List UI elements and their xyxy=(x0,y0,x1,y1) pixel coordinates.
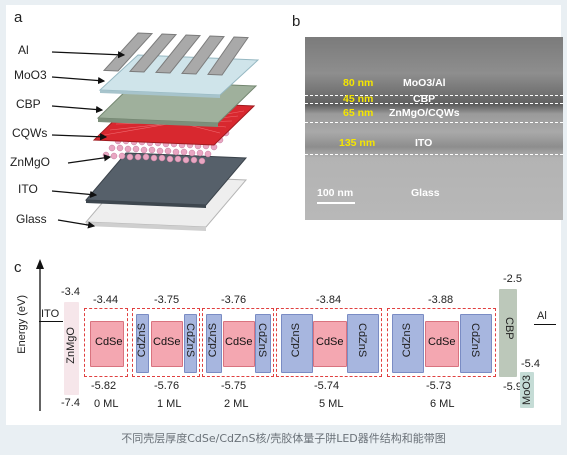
ml1-shell-left-label: CdZnS xyxy=(136,323,148,358)
layer-label-al: Al xyxy=(18,43,29,57)
scale-bar-label: 100 nm xyxy=(317,187,354,199)
ml2-core xyxy=(223,321,255,367)
ml1-shell-right xyxy=(184,314,197,373)
ml1-top-value: -3.75 xyxy=(154,294,180,306)
figure: a xyxy=(6,5,563,425)
ml6-shell-left xyxy=(392,314,424,373)
layer-label-glass: Glass xyxy=(16,212,47,226)
interface-line xyxy=(305,154,563,155)
sem-layer-cbp: CBP xyxy=(413,93,436,105)
ml5-core xyxy=(313,321,347,367)
layer-label-znmgo: ZnMgO xyxy=(10,155,51,169)
znmgo-band xyxy=(64,302,79,395)
panel-b-letter: b xyxy=(292,13,301,30)
ml6-core-label: CdSe xyxy=(428,336,456,348)
scale-bar xyxy=(317,202,355,204)
sem-layer-moo3-al: MoO3/Al xyxy=(403,77,446,89)
ml2-bottom-value: -5.75 xyxy=(221,380,247,392)
ml6-shell-right xyxy=(460,314,492,373)
sem-layer-ito: ITO xyxy=(415,137,433,149)
ml5-shell-right-label: CdZnS xyxy=(356,323,368,358)
ml6-core xyxy=(425,321,459,367)
ml0-label: 0 ML xyxy=(94,398,119,410)
al-level-line xyxy=(534,324,556,325)
ml5-outline xyxy=(276,308,382,377)
ml5-core-label: CdSe xyxy=(316,336,344,348)
ml1-outline xyxy=(132,308,200,377)
moo3-label: MoO3 xyxy=(521,375,533,405)
ml2-shell-left xyxy=(206,314,222,373)
cbp-label: CBP xyxy=(503,317,515,340)
ml6-bottom-value: -5.73 xyxy=(426,380,452,392)
panel-a-letter: a xyxy=(14,9,23,26)
ml5-shell-right xyxy=(347,314,379,373)
ml6-shell-right-label: CdZnS xyxy=(469,323,481,358)
thickness-ito: 135 nm xyxy=(339,137,376,149)
thickness-moo3-al: 80 nm xyxy=(343,77,374,89)
thickness-cbp: 45 nm xyxy=(343,93,374,105)
ml1-label: 1 ML xyxy=(157,398,182,410)
layer-label-cbp: CBP xyxy=(16,97,41,111)
cbp-band xyxy=(499,289,517,377)
ml6-top-value: -3.88 xyxy=(428,294,454,306)
cbp-top-value: -2.5 xyxy=(503,273,522,285)
ml2-core-label: CdSe xyxy=(225,336,253,348)
ml5-bottom-value: -5.74 xyxy=(314,380,340,392)
sem-layer-znmgo-cqws: ZnMgO/CQWs xyxy=(389,107,460,119)
ml5-shell-left-label: CdZnS xyxy=(290,323,302,358)
device-stack-illustration xyxy=(51,32,260,231)
interface-line xyxy=(305,103,563,104)
ml1-core-label: CdSe xyxy=(153,336,181,348)
interface-line xyxy=(305,95,563,96)
moo3-value: -5.4 xyxy=(521,358,540,370)
ml6-label: 6 ML xyxy=(430,398,455,410)
ml2-label: 2 ML xyxy=(224,398,249,410)
sem-layer-glass: Glass xyxy=(411,187,440,199)
ml1-core xyxy=(151,321,183,367)
layer-label-cqws: CQWs xyxy=(12,126,48,140)
figure-caption: 不同壳层厚度CdSe/CdZnS核/壳胶体量子阱LED器件结构和能带图 xyxy=(121,432,446,445)
ml5-label: 5 ML xyxy=(319,398,344,410)
ml6-outline xyxy=(387,308,496,377)
ml2-top-value: -3.76 xyxy=(221,294,247,306)
ito-label: ITO xyxy=(41,308,60,320)
layer-label-ito: ITO xyxy=(18,182,38,196)
ml2-shell-right-label: CdZnS xyxy=(256,323,268,358)
znmgo-bottom-value: -7.4 xyxy=(61,397,80,409)
ml0-bottom-value: -5.82 xyxy=(91,380,117,392)
ml0-core-label: CdSe xyxy=(95,336,123,348)
y-axis-label: Energy (eV) xyxy=(16,295,28,354)
ito-level-line xyxy=(39,321,63,322)
ml0-core xyxy=(90,321,124,367)
al-label: Al xyxy=(537,310,547,322)
ml0-top-value: -3.44 xyxy=(93,294,119,306)
cbp-bottom-value: -5.9 xyxy=(503,381,522,393)
ml1-shell-right-label: CdZnS xyxy=(184,323,196,358)
ml5-shell-left xyxy=(281,314,313,373)
sem-cross-section: 80 nm MoO3/Al 45 nm CBP 65 nm ZnMgO/CQWs… xyxy=(305,37,563,220)
ml1-shell-left xyxy=(136,314,149,373)
znmgo-label: ZnMgO xyxy=(65,327,77,364)
ml0-outline xyxy=(84,308,128,377)
ml1-bottom-value: -5.76 xyxy=(154,380,180,392)
ml5-top-value: -3.84 xyxy=(316,294,342,306)
energy-axis xyxy=(36,259,44,411)
thickness-znmgo-cqws: 65 nm xyxy=(343,107,374,119)
layer-label-moo3: MoO3 xyxy=(14,68,47,82)
moo3-band xyxy=(520,372,534,408)
znmgo-top-value: -3.4 xyxy=(61,286,80,298)
ml2-shell-right xyxy=(255,314,271,373)
panel-c-letter: c xyxy=(14,259,22,276)
ml2-shell-left-label: CdZnS xyxy=(207,323,219,358)
ml6-shell-left-label: CdZnS xyxy=(401,323,413,358)
interface-line xyxy=(305,122,563,123)
ml2-outline xyxy=(202,308,274,377)
